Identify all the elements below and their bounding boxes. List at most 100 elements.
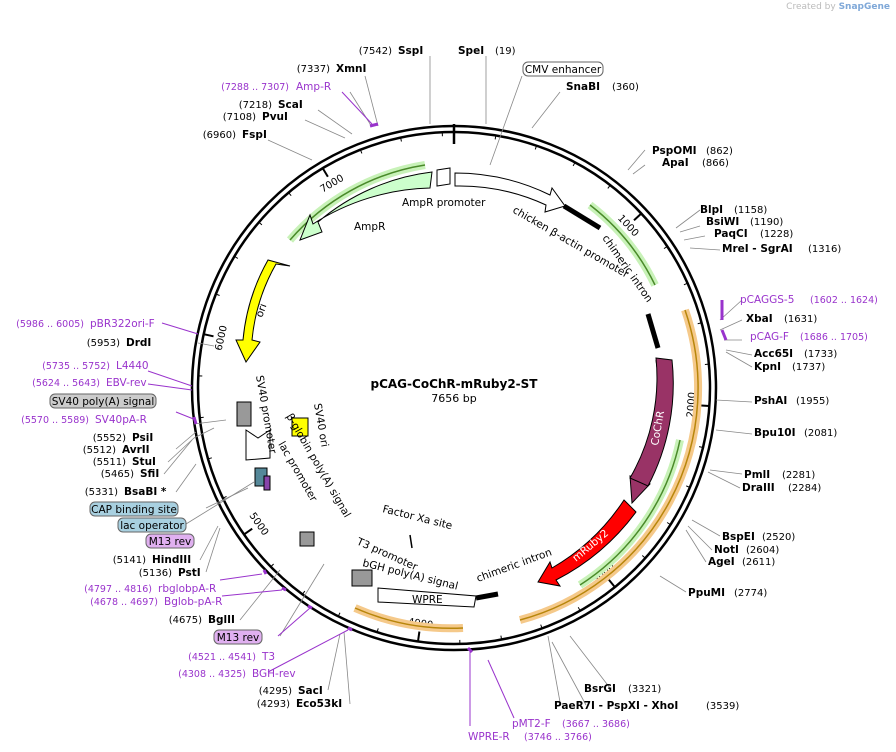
enzyme-drdi: DrdI: [126, 337, 151, 349]
primer-pcag-f: pCAG-F: [750, 331, 789, 343]
major-tick: [416, 631, 421, 642]
minor-tick: [641, 555, 646, 559]
primer-sv40pa-r-pos: (5570 .. 5589): [21, 415, 89, 426]
feature-ori: ori: [254, 302, 270, 319]
enzyme-bsiwi-pos: (1190): [750, 217, 783, 228]
sv40-polya-box: [236, 401, 252, 427]
minor-tick: [698, 446, 704, 449]
enzyme-mrei-sgrai: MreI - SgrAI: [722, 243, 793, 255]
ori-arrow: [235, 259, 291, 364]
enzyme-pmli-pos: (2281): [782, 470, 815, 481]
minor-tick: [494, 135, 497, 140]
primer-pcaggs-5-pos: (1602 .. 1624): [810, 295, 878, 306]
label-sv40-polya: SV40 poly(A) signal: [52, 396, 155, 408]
label-m13-rev-1: M13 rev: [149, 536, 192, 548]
primer-rbglobpa-r-pos: (4797 .. 4816): [84, 584, 152, 595]
primer-bglob-pa-r: Bglob-pA-R: [164, 596, 222, 608]
minor-tick: [540, 624, 543, 629]
enzyme-ppumi-pos: (2774): [734, 588, 767, 599]
enzyme-sspi: SspI: [398, 45, 423, 57]
minor-tick: [400, 137, 402, 142]
primer-pmt2-f: pMT2-F: [512, 718, 551, 730]
enzyme-psii-pos: (5552): [93, 433, 126, 444]
major-tick: [607, 578, 616, 588]
snapgene-credit: Created by SnapGene: [786, 2, 890, 12]
primer-t3: T3: [261, 651, 275, 663]
enzyme-saci-pos: (4295): [259, 686, 292, 697]
primer-ebv-rev-pos: (5624 .. 5643): [32, 378, 100, 389]
enzyme-bglii: BglII: [208, 614, 235, 626]
minor-tick: [270, 563, 274, 568]
enzyme-sfii: SfiI: [140, 468, 159, 480]
minor-tick: [376, 628, 379, 633]
leader-lines: [163, 56, 753, 706]
primer-labels: (7288 .. 7307) Amp-R pCAGGS-5 (1602 .. 1…: [16, 81, 878, 743]
sv40-ori-box: [291, 417, 309, 437]
enzyme-eco53ki: Eco53kI: [296, 698, 342, 710]
enzyme-pmli: PmlI: [744, 469, 770, 481]
enzyme-agei-pos: (2611): [742, 557, 775, 568]
primer-pcag-f-pos: (1686 .. 1705): [800, 332, 868, 343]
major-tick: [321, 167, 329, 178]
enzyme-bpu10i-pos: (2081): [804, 428, 837, 439]
credit-brand: SnapGene: [838, 2, 890, 12]
minor-tick: [683, 282, 688, 286]
enzyme-sfii-pos: (5465): [101, 469, 134, 480]
enzyme-avrii: AvrII: [122, 444, 150, 456]
enzyme-bsrgi: BsrGI: [584, 683, 616, 695]
primer-sv40pa-r: SV40pA-R: [95, 414, 147, 426]
feature-glows: [286, 161, 703, 633]
primer-rbglobpa-r: rbglobpA-R: [158, 583, 216, 595]
enzyme-eco53ki-pos: (4293): [257, 699, 290, 710]
ampr-promoter-arrow: [436, 167, 451, 187]
enzyme-xmni-pos: (7337): [297, 64, 330, 75]
enzyme-avrii-pos: (5512): [83, 445, 116, 456]
enzyme-draiii-pos: (2284): [788, 483, 821, 494]
primer-wpre-r: WPRE-R: [468, 731, 510, 743]
minor-tick: [666, 522, 671, 526]
enzyme-psii: PsiI: [132, 432, 153, 444]
primer-pbr322ori-f-pos: (5986 .. 6005): [16, 319, 84, 330]
minor-tick: [500, 635, 503, 640]
primer-amp-r: Amp-R: [296, 81, 331, 93]
enzyme-spei-pos: (19): [495, 46, 516, 57]
primer-ebv-rev: EBV-rev: [106, 377, 147, 389]
enzyme-snabi: SnaBI: [566, 81, 600, 93]
enzyme-scai: ScaI: [278, 99, 303, 111]
feature-factor-xa: Factor Xa site: [381, 503, 453, 532]
enzyme-fspi: FspI: [242, 129, 267, 141]
feature-ampr-promoter: AmpR promoter: [402, 197, 486, 209]
minor-tick: [607, 184, 611, 189]
primer-pcaggs-5: pCAGGS-5: [740, 294, 794, 306]
enzyme-xhoi-pos: (3539): [706, 701, 739, 712]
tick-label-5000: 5000: [247, 511, 271, 538]
primer-pbr322ori-f: pBR322ori-F: [90, 318, 155, 330]
minor-tick: [534, 145, 538, 150]
enzyme-pspomi: PspOMI: [652, 145, 697, 157]
enzyme-drdi-pos: (5953): [87, 338, 120, 349]
minor-tick: [572, 162, 576, 167]
enzyme-acc65i-pos: (1733): [804, 349, 837, 360]
enzyme-psti: PstI: [178, 567, 201, 579]
enzyme-stui-pos: (5511): [93, 457, 126, 468]
enzyme-scai-pos: (7218): [239, 100, 272, 111]
mruby2-arrow: [537, 499, 637, 587]
minor-tick: [288, 192, 292, 196]
enzyme-apai-pos: (866): [702, 158, 729, 169]
enzyme-agei: AgeI: [708, 556, 735, 568]
enzyme-pshai: PshAI: [754, 395, 787, 407]
enzyme-bsabi: BsaBI *: [124, 486, 167, 498]
enzyme-saci: SacI: [298, 685, 323, 697]
boxed-labels: CMV enhancer SV40 poly(A) signal CAP bin…: [49, 61, 604, 645]
minor-tick: [337, 612, 341, 617]
feature-cochr: CoChR: [649, 410, 667, 447]
enzyme-bglii-pos: (4675): [169, 615, 202, 626]
tick-marks: [198, 124, 710, 644]
feature-ampr: AmpR: [354, 221, 385, 233]
primer-l4440: L4440: [116, 360, 149, 372]
primer-pmt2-f-pos: (3667 .. 3686): [562, 719, 630, 730]
primer-bgh-rev-pos: (4308 .. 4325): [178, 669, 246, 680]
enzyme-xmni: XmnI: [336, 63, 366, 75]
minor-tick: [697, 322, 702, 325]
